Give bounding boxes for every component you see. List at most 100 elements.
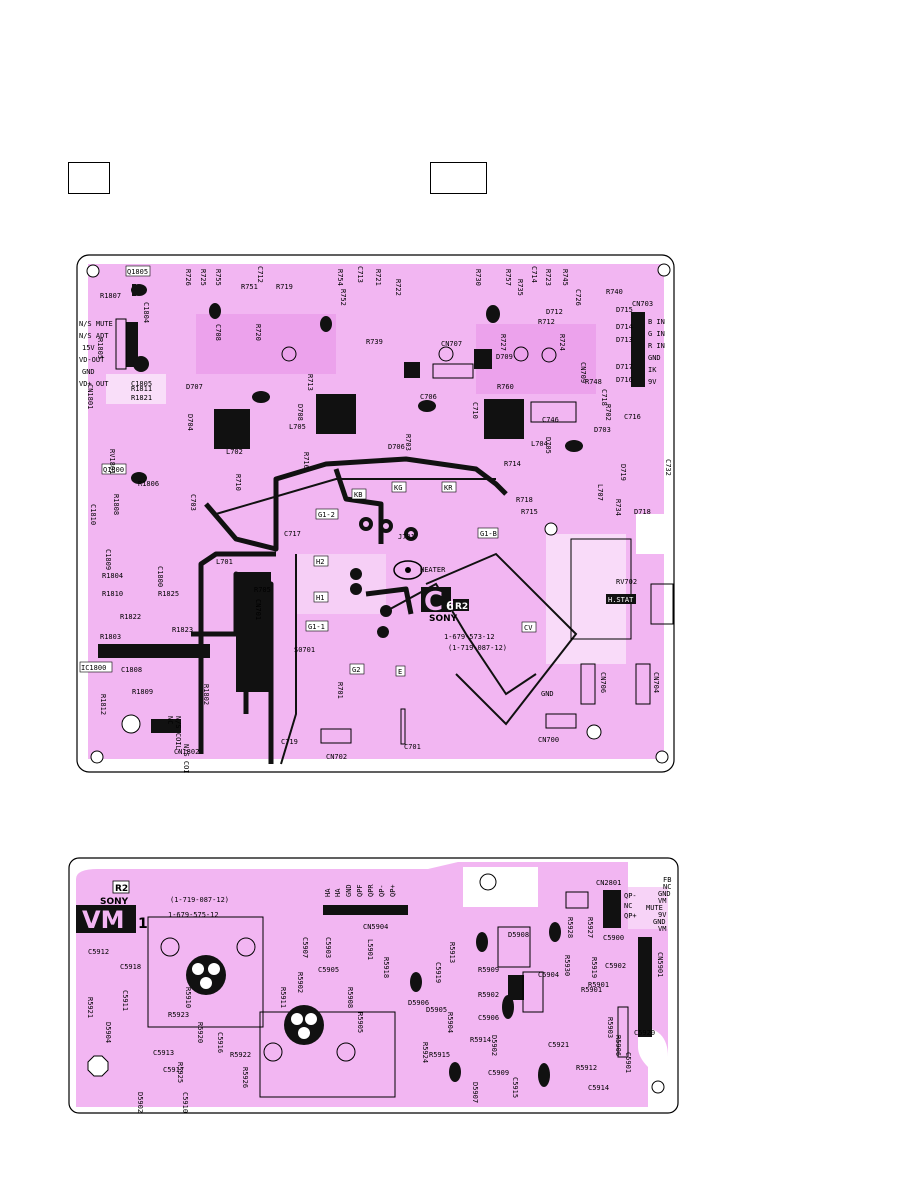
c6-cn703-pin: GND <box>648 354 661 362</box>
svg-text:R718: R718 <box>516 496 533 504</box>
svg-text:C5912: C5912 <box>88 948 109 956</box>
c6-hole-tl <box>86 264 100 278</box>
svg-text:D5902: D5902 <box>490 1035 498 1056</box>
svg-text:RV702: RV702 <box>616 578 637 586</box>
svg-text:C716: C716 <box>624 413 641 421</box>
svg-text:R5926: R5926 <box>241 1067 249 1088</box>
svg-text:D706: D706 <box>388 443 405 451</box>
vm1-cn2801-pins: QP- NC QP+ <box>624 892 637 920</box>
vm1-brand: SONY <box>100 897 129 907</box>
svg-text:C703: C703 <box>189 494 197 511</box>
c6-cn703-pin: G IN <box>648 330 665 338</box>
svg-text:R1822: R1822 <box>120 613 141 621</box>
svg-text:RV1801: RV1801 <box>108 449 116 474</box>
svg-text:QP+: QP+ <box>389 884 397 897</box>
c6-gnd-label: GND <box>541 690 554 698</box>
svg-text:R5905: R5905 <box>356 1012 364 1033</box>
svg-text:R727: R727 <box>499 334 507 351</box>
svg-text:R5930: R5930 <box>563 955 571 976</box>
svg-text:D705: D705 <box>544 437 552 454</box>
svg-text:L707: L707 <box>596 484 604 501</box>
svg-text:C5907: C5907 <box>301 937 309 958</box>
svg-text:R722: R722 <box>394 279 402 296</box>
svg-text:R5922: R5922 <box>230 1051 251 1059</box>
svg-text:C708: C708 <box>214 324 222 341</box>
svg-text:R760: R760 <box>497 383 514 391</box>
svg-text:D5906: D5906 <box>408 999 429 1007</box>
c6-socket-labels: G1-2 KG KR KB G1-B G1-1 H2 H1 CV G2 E <box>305 481 537 677</box>
svg-text:R751: R751 <box>241 283 258 291</box>
svg-text:R1808: R1808 <box>112 494 120 515</box>
svg-text:R5920: R5920 <box>196 1022 204 1043</box>
svg-text:R757: R757 <box>504 269 512 286</box>
c6-cn1802-pin: NC <box>166 716 174 724</box>
svg-text:R5908: R5908 <box>346 987 354 1008</box>
svg-text:NC: NC <box>663 883 671 891</box>
vm1-part-alt: (1-719-087-12) <box>170 896 229 904</box>
svg-text:R5912: R5912 <box>576 1064 597 1072</box>
svg-text:R1812: R1812 <box>99 694 107 715</box>
svg-text:HA: HA <box>324 888 332 897</box>
svg-text:D5908: D5908 <box>508 931 529 939</box>
vm1-part-no: 1-679-575-12 <box>168 911 219 919</box>
svg-text:R5915: R5915 <box>429 1051 450 1059</box>
svg-text:C726: C726 <box>574 289 582 306</box>
svg-text:R725: R725 <box>199 269 207 286</box>
svg-text:C5909: C5909 <box>488 1069 509 1077</box>
svg-text:R5902: R5902 <box>478 991 499 999</box>
c6-cn706: CN706 <box>599 672 607 693</box>
svg-text:QP+: QP+ <box>624 912 637 920</box>
svg-text:C5915: C5915 <box>511 1077 519 1098</box>
svg-text:C719: C719 <box>281 738 298 746</box>
svg-text:R1825: R1825 <box>158 590 179 598</box>
vm1-badge-letter: VM <box>82 906 124 934</box>
svg-text:G1-1: G1-1 <box>308 623 325 631</box>
svg-text:R5902: R5902 <box>296 972 304 993</box>
c6-board: C 6 R2 SONY 1-679-573-12 (1-719-087-12) … <box>76 254 675 774</box>
svg-text:R701: R701 <box>336 682 344 699</box>
c6-heater-label: HEATER <box>420 566 446 574</box>
svg-text:C746: C746 <box>542 416 559 424</box>
svg-text:R739: R739 <box>366 338 383 346</box>
c6-cn703-pin: 9V <box>648 378 657 386</box>
c6-hole-br <box>655 750 669 764</box>
vm1-cn5904-pins: HA HA GND QPF QPR QP- QP+ <box>324 884 397 897</box>
svg-text:C5920: C5920 <box>634 1029 655 1037</box>
svg-text:C5916: C5916 <box>216 1032 224 1053</box>
c6-cn703-pin: R IN <box>648 342 665 350</box>
c6-hole-bl <box>90 750 104 764</box>
c6-cn703: CN703 <box>632 300 653 308</box>
svg-text:L702: L702 <box>226 448 243 456</box>
vm1-board: VM 1 R2 SONY 1-679-575-12 (1-719-087-12)… <box>68 857 679 1114</box>
vm1-cn2801: CN2801 <box>596 879 621 887</box>
svg-text:R719: R719 <box>276 283 293 291</box>
c6-hole-tr <box>657 263 671 277</box>
svg-text:KG: KG <box>394 484 402 492</box>
svg-text:R735: R735 <box>516 279 524 296</box>
svg-text:R745: R745 <box>561 269 569 286</box>
svg-text:D713: D713 <box>616 336 633 344</box>
c6-badge-number: 6 <box>446 599 454 613</box>
svg-text:R5906: R5906 <box>614 1035 622 1056</box>
svg-text:E: E <box>398 668 402 676</box>
svg-text:G2: G2 <box>352 666 360 674</box>
svg-text:HA: HA <box>334 888 342 897</box>
c6-cn700: CN700 <box>538 736 559 744</box>
vm1-coil-right <box>259 1011 396 1098</box>
svg-text:R1803: R1803 <box>100 633 121 641</box>
c6-cn703-pin: B IN <box>648 318 665 326</box>
svg-text:C5903: C5903 <box>324 937 332 958</box>
svg-text:D715: D715 <box>616 306 633 314</box>
svg-text:D5905: D5905 <box>426 1006 447 1014</box>
c6-cn1801: CN1801 <box>86 384 94 409</box>
svg-text:R705: R705 <box>254 586 271 594</box>
svg-text:C5913: C5913 <box>153 1049 174 1057</box>
svg-text:C5901: C5901 <box>624 1052 632 1073</box>
svg-text:C1810: C1810 <box>89 504 97 525</box>
svg-text:C5906: C5906 <box>478 1014 499 1022</box>
svg-text:D719: D719 <box>619 464 627 481</box>
svg-text:C5910: C5910 <box>181 1092 189 1113</box>
c6-q1805: Q1805 <box>127 268 148 276</box>
svg-text:KB: KB <box>354 491 362 499</box>
c6-part-labels: R1807 R1805 R1806 R1808 R1809 R1810 R181… <box>89 269 623 715</box>
